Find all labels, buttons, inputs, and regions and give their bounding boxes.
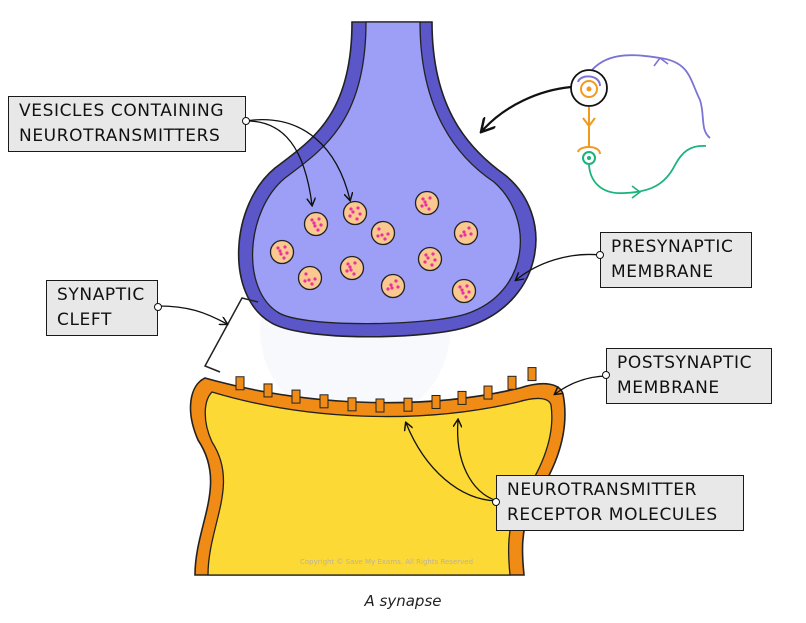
- receptor-molecule: [235, 376, 245, 391]
- label-postsynaptic-line1: POSTSYNAPTIC: [617, 353, 753, 373]
- inset-pointer-arrow: [482, 85, 572, 131]
- vesicle: [417, 246, 443, 272]
- label-vesicles-line2: NEUROTRANSMITTERS: [19, 126, 221, 146]
- label-receptors-line2: RECEPTOR MOLECULES: [507, 505, 718, 525]
- label-receptor-molecules: NEUROTRANSMITTER RECEPTOR MOLECULES: [492, 475, 744, 531]
- label-connector-dot: [242, 117, 250, 125]
- arrow-postsynaptic: [555, 375, 609, 394]
- arrow-vesicles-2: [244, 119, 350, 200]
- receptor-group: [235, 367, 537, 413]
- vesicle-group: [269, 190, 479, 304]
- figure-caption: A synapse: [364, 592, 442, 610]
- label-connector-dot: [602, 371, 610, 379]
- vesicle: [370, 220, 396, 246]
- presynaptic-neuron: [237, 21, 537, 338]
- receptor-molecule: [403, 397, 413, 412]
- postsynaptic-neuron: [189, 377, 566, 576]
- cleft-bracket: [203, 297, 259, 373]
- label-connector-dot: [154, 303, 162, 311]
- vesicle: [414, 190, 440, 216]
- vesicle: [269, 239, 295, 265]
- vesicle: [342, 200, 368, 226]
- label-synaptic-cleft-line1: SYNAPTIC: [57, 285, 145, 305]
- receptor-molecule: [507, 375, 517, 390]
- label-presynaptic-membrane: PRESYNAPTIC MEMBRANE: [596, 232, 752, 288]
- copyright-notice: Copyright © Save My Exams. All Rights Re…: [300, 558, 474, 566]
- label-synaptic-cleft: SYNAPTIC CLEFT: [46, 280, 162, 336]
- label-connector-dot: [596, 251, 604, 259]
- label-postsynaptic-membrane: POSTSYNAPTIC MEMBRANE: [602, 348, 772, 404]
- neuron-inset: [570, 54, 711, 199]
- receptor-molecule: [347, 397, 357, 412]
- vesicle: [451, 278, 477, 304]
- receptor-molecule: [457, 390, 467, 405]
- label-receptors-line1: NEUROTRANSMITTER: [507, 480, 698, 500]
- receptor-molecule: [375, 398, 385, 413]
- vesicle: [303, 211, 329, 237]
- arrow-receptor-1: [406, 423, 498, 502]
- label-presynaptic-line1: PRESYNAPTIC: [611, 237, 734, 257]
- arrow-receptor-2: [458, 420, 498, 502]
- label-vesicles-line1: VESICLES CONTAINING: [19, 101, 225, 121]
- arrow-vesicles-1: [244, 120, 312, 205]
- arrow-presynaptic: [516, 253, 601, 280]
- vesicle: [453, 220, 479, 246]
- receptor-molecule: [319, 394, 329, 409]
- label-connector-dot: [492, 498, 500, 506]
- receptor-molecule: [527, 367, 537, 382]
- receptor-molecule: [483, 385, 493, 400]
- label-postsynaptic-line2: MEMBRANE: [617, 378, 720, 398]
- arrow-synaptic-cleft: [157, 305, 227, 324]
- label-synaptic-cleft-line2: CLEFT: [57, 310, 112, 330]
- vesicle: [380, 273, 406, 299]
- vesicle: [297, 265, 323, 291]
- receptor-molecule: [291, 389, 301, 404]
- receptor-molecule: [431, 394, 441, 409]
- vesicle: [339, 255, 365, 281]
- label-presynaptic-line2: MEMBRANE: [611, 262, 714, 282]
- label-vesicles: VESICLES CONTAINING NEUROTRANSMITTERS: [8, 96, 250, 152]
- receptor-molecule: [263, 383, 273, 398]
